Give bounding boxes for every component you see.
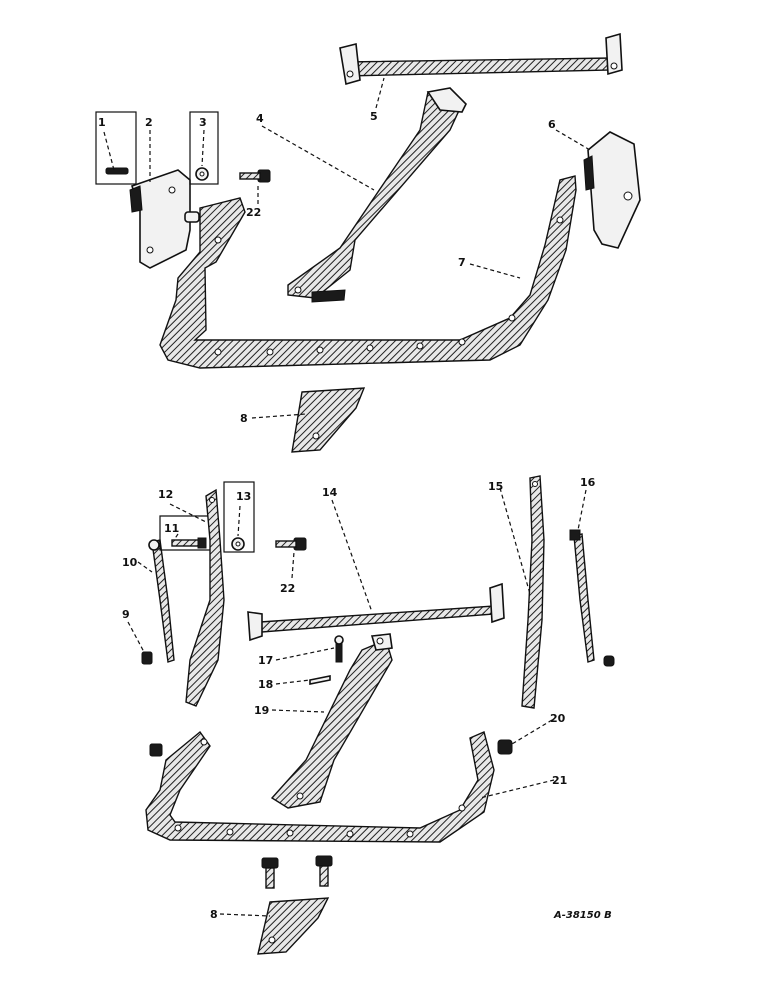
callout-20: 20 (550, 712, 566, 725)
part-1-pin-box (95, 111, 137, 185)
callout-21: 21 (552, 774, 567, 787)
part-17-pin (334, 635, 344, 663)
part-22-bolt-upper (239, 169, 271, 183)
part-6-side-plate (583, 131, 641, 249)
part-4-link-bar (287, 87, 467, 303)
callout-15: 15 (488, 480, 503, 493)
callout-9: 9 (122, 608, 130, 621)
part-2-bracket-plate (129, 169, 200, 269)
part-12-curved-arm (185, 488, 225, 707)
callout-22-lower: 22 (280, 582, 295, 595)
callout-4: 4 (256, 112, 264, 125)
callout-19: 19 (254, 704, 269, 717)
part-21-drawbar-frame (145, 730, 495, 843)
part-22-bolt-lower (275, 537, 307, 551)
frame-bolts (261, 855, 333, 889)
callout-2: 2 (145, 116, 153, 129)
part-7-drawbar-frame (159, 175, 577, 369)
part-8-wedge-upper (291, 387, 366, 453)
callout-10: 10 (122, 556, 138, 569)
callout-13: 13 (236, 490, 251, 503)
part-9-nut (141, 651, 153, 665)
callout-11: 11 (164, 522, 179, 535)
callout-3: 3 (199, 116, 207, 129)
leader-lines (103, 77, 591, 917)
callout-7: 7 (458, 256, 466, 269)
part-10-left-strap (148, 539, 175, 663)
spare-nut (149, 743, 163, 757)
callout-labels: 1 2 3 4 5 6 7 22 8 12 13 11 10 9 14 22 1… (98, 110, 612, 921)
callout-5: 5 (370, 110, 378, 123)
callout-17: 17 (258, 654, 273, 667)
callout-6: 6 (548, 118, 556, 131)
callout-16: 16 (580, 476, 596, 489)
part-15-right-strap (521, 475, 545, 709)
part-18-cotter-pin (309, 675, 331, 685)
part-13-spacer-box (223, 481, 255, 553)
callout-18: 18 (258, 678, 273, 691)
part-14-cross-bar (247, 582, 505, 642)
part-8-wedge-lower (257, 897, 330, 955)
callout-12: 12 (158, 488, 173, 501)
drawing-number: A-38150 B (553, 910, 612, 921)
callout-22-upper: 22 (246, 206, 261, 219)
part-20-nut (497, 739, 513, 755)
callout-8-lower: 8 (210, 908, 218, 921)
callout-8-upper: 8 (240, 412, 248, 425)
callout-1: 1 (98, 116, 106, 129)
part-16-thin-strap (569, 529, 615, 667)
part-5-cross-bar (339, 32, 623, 86)
part-3-washer-box (189, 111, 219, 185)
part-19-link-bar (270, 633, 393, 809)
callout-14: 14 (322, 486, 338, 499)
